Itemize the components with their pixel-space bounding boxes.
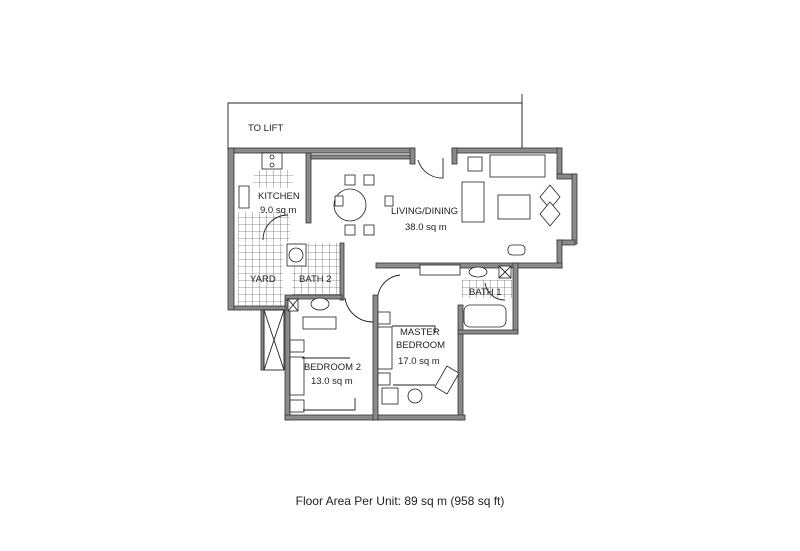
walls (227, 147, 578, 421)
bath2-label: BATH 2 (299, 274, 332, 285)
tiled-floors (238, 170, 512, 306)
bedroom2-area: 13.0 sq m (311, 376, 353, 387)
kitchen-label: KITCHEN (258, 191, 300, 202)
master-label-line1: MASTER (400, 327, 440, 338)
floor-area-caption: Floor Area Per Unit: 89 sq m (958 sq ft) (295, 494, 505, 508)
balcony (263, 309, 285, 371)
bath1-label: BATH 1 (469, 287, 502, 298)
furniture (238, 152, 561, 413)
master-area: 17.0 sq m (398, 356, 440, 367)
master-label-line2: BEDROOM (396, 340, 445, 351)
to-lift-label: TO LIFT (248, 123, 283, 134)
living-area: 38.0 sq m (405, 222, 447, 233)
room-labels: TO LIFT KITCHEN 9.0 sq m LIVING/DINING 3… (248, 123, 502, 387)
bedroom2-label: BEDROOM 2 (304, 362, 361, 373)
living-label: LIVING/DINING (391, 206, 458, 217)
doors (262, 158, 506, 323)
yard-label: YARD (250, 274, 276, 285)
kitchen-area: 9.0 sq m (260, 205, 297, 216)
